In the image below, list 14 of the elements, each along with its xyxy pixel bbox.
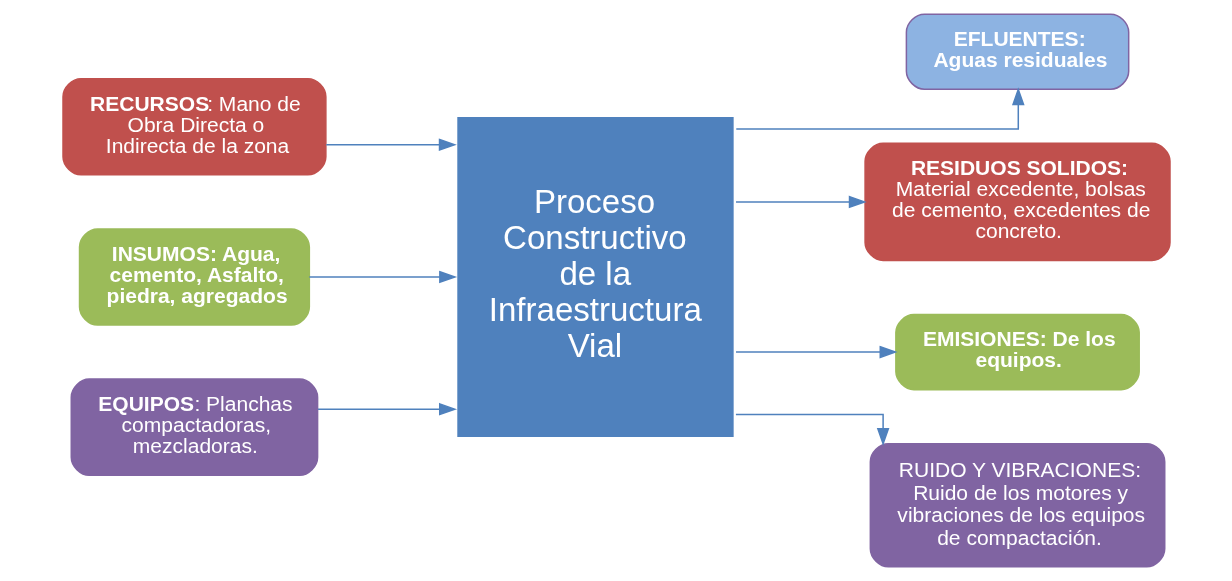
node-box: EMISIONES: De los equipos. [894, 313, 1140, 391]
arrow [734, 413, 889, 446]
node-box: RUIDO Y VIBRACIONES: Ruido de los motores y vibraciones de los equipos de compactación. [869, 442, 1165, 568]
arrow [735, 87, 1025, 130]
node-box: EQUIPOS: Planchas compactadoras, mezcladoras. [70, 378, 318, 476]
arrow [308, 270, 457, 284]
node-box: EFLUENTES: Aguas residuales [905, 13, 1129, 90]
arrow [325, 138, 457, 152]
node-box: RESIDUOS SOLIDOS: Material excedente, bolsas de cemento, excedentes de concreto. [863, 142, 1171, 262]
node-box: INSUMOS: Agua, cemento, Asfalto, piedra, agregados [78, 228, 310, 326]
arrow [734, 195, 867, 209]
arrow [316, 402, 457, 416]
arrow [734, 345, 898, 359]
node-box: RECURSOS: Mano de Obra Directa o Indirecta de la zona [61, 77, 327, 176]
